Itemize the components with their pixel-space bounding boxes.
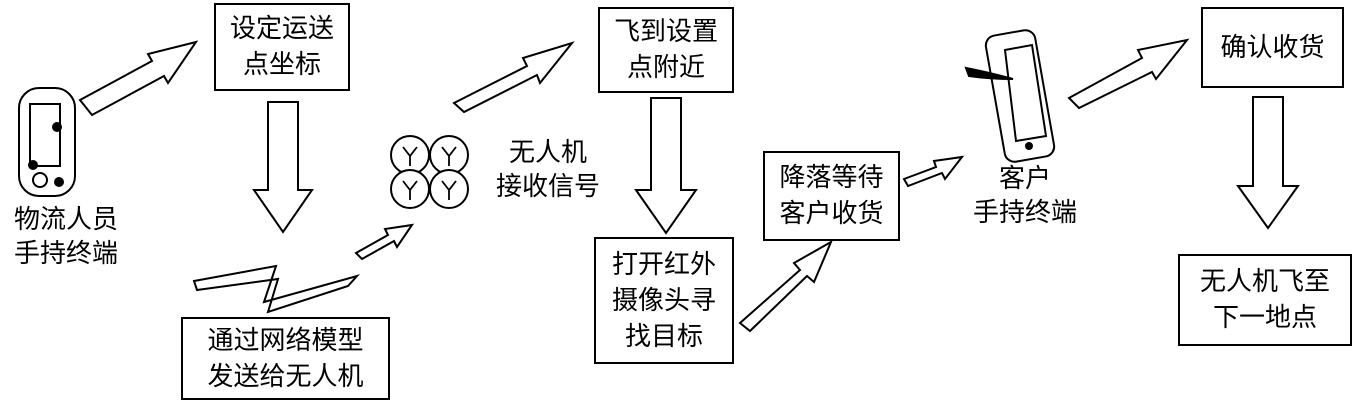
label-customer-terminal: 客户 手持终端 [972, 164, 1077, 228]
node-next-point: 无人机飞至 下一地点 [1178, 254, 1352, 346]
arrow-infrared-to-land [738, 239, 834, 333]
arrow-set-to-send [252, 101, 314, 234]
node-confirm: 确认收货 [1201, 7, 1344, 88]
arrow-land-to-customer [902, 155, 965, 188]
arrow-fly-to-infrared [634, 97, 698, 235]
node-send-model: 通过网络模型 发送给无人机 [181, 317, 390, 400]
logistics-terminal-icon [18, 87, 76, 197]
label-drone-receive: 无人机 接收信号 [495, 138, 600, 202]
drone-icon [390, 135, 469, 209]
node-set-coords: 设定运送 点坐标 [214, 3, 350, 91]
label-logistics-terminal: 物流人员 手持终端 [13, 205, 118, 269]
node-fly-near: 飞到设置 点附近 [598, 7, 734, 93]
lightning-signal-icon [192, 264, 361, 314]
node-infrared: 打开红外 摄像头寻 找目标 [594, 237, 734, 364]
arrow-terminal-to-set [78, 40, 199, 117]
arrow-signal-to-drone [354, 223, 415, 261]
node-land-wait: 降落等待 客户收货 [763, 151, 900, 241]
arrow-confirm-to-next [1236, 96, 1300, 230]
customer-terminal-icon [964, 29, 1056, 163]
arrow-drone-to-fly [452, 41, 575, 114]
arrow-customer-to-confirm [1067, 38, 1190, 110]
